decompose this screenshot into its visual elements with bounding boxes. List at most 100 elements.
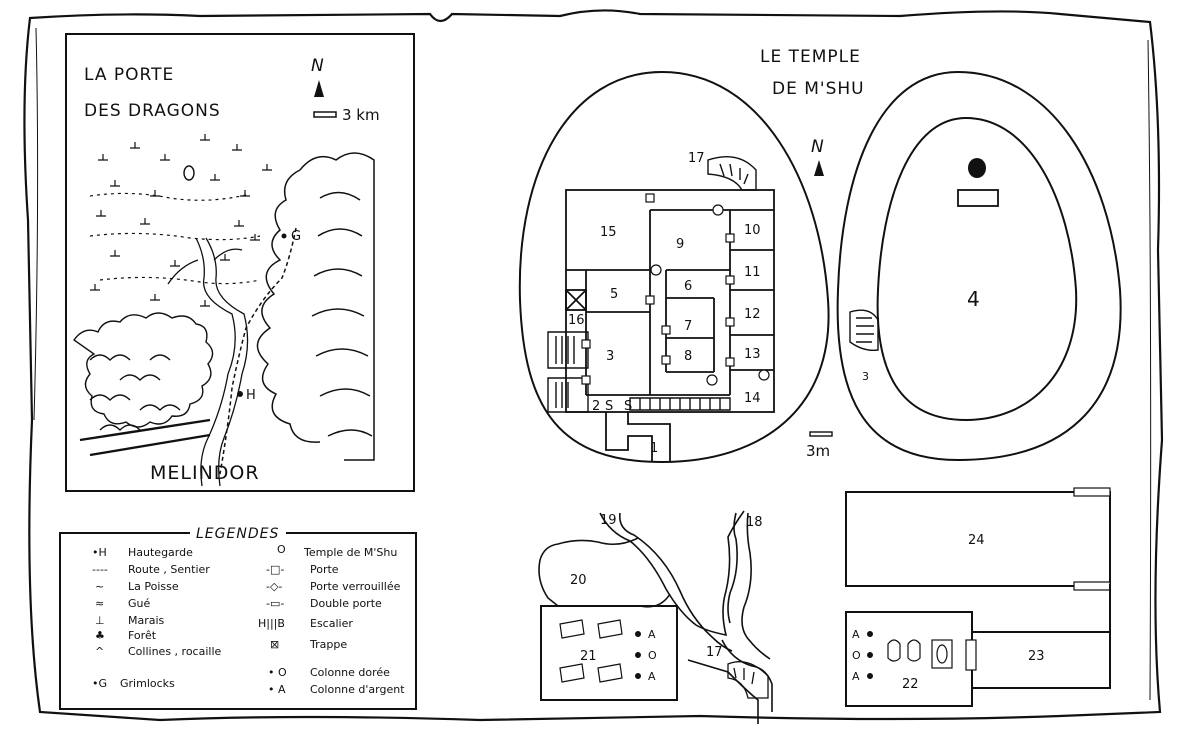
temple-scale-label: 3m bbox=[806, 442, 830, 460]
room-label-17: 17 bbox=[688, 151, 705, 166]
room-label-22: 22 bbox=[902, 677, 919, 692]
region-scale-bar-icon bbox=[313, 111, 337, 118]
region-north-arrow-icon bbox=[314, 80, 324, 97]
legend-symbol-trapdoor-icon: ⊠ bbox=[270, 638, 279, 651]
region-map-frame bbox=[65, 33, 415, 492]
temple-north-arrow-icon bbox=[814, 160, 824, 176]
room-label-2: 2 bbox=[592, 399, 600, 414]
double-door-22-icon bbox=[965, 639, 977, 671]
room-label-10: 10 bbox=[744, 223, 761, 238]
column-21-o-icon bbox=[635, 652, 641, 658]
legend-label-trapdoor: Trappe bbox=[309, 638, 347, 651]
legend-symbol-gold-column-icon: • O bbox=[268, 666, 287, 679]
column-21-a2-icon bbox=[635, 673, 641, 679]
river-name-label: MELINDOR bbox=[150, 462, 260, 484]
legend-label-double-door: Double porte bbox=[310, 597, 382, 610]
legend-label-locked-door: Porte verrouillée bbox=[310, 580, 401, 593]
legend-label-grimlocks: Grimlocks bbox=[120, 677, 175, 690]
stair-mark-s1: S bbox=[605, 399, 613, 414]
room-label-8: 8 bbox=[684, 349, 692, 364]
room-label-24: 24 bbox=[968, 533, 985, 548]
temple-room-numbers: 1 2 S S 3 5 6 7 8 9 10 11 12 13 14 15 16… bbox=[568, 151, 761, 456]
legend-label-swamp: Marais bbox=[128, 614, 165, 627]
altar-well-icon bbox=[968, 158, 986, 178]
temple-title-line1: LE TEMPLE bbox=[760, 47, 861, 67]
room-label-14: 14 bbox=[744, 391, 761, 406]
room-24-outline bbox=[845, 491, 1111, 587]
double-door-24b-icon bbox=[1073, 581, 1111, 591]
room-label-5: 5 bbox=[610, 287, 618, 302]
room-label-13: 13 bbox=[744, 347, 761, 362]
room-label-12: 12 bbox=[744, 307, 761, 322]
altar-icon bbox=[957, 189, 999, 207]
double-door-24-icon bbox=[1073, 487, 1111, 497]
column-21-label-2: O bbox=[648, 649, 657, 662]
parchment-edge-shade bbox=[33, 27, 39, 421]
room-label-6: 6 bbox=[684, 279, 692, 294]
column-22-o-icon bbox=[867, 652, 873, 658]
column-21-label-1: A bbox=[648, 628, 656, 641]
room-21-outline bbox=[540, 605, 678, 701]
temple-level2-outline bbox=[836, 70, 1122, 462]
legend-symbol-double-door-icon: -▭- bbox=[266, 597, 284, 610]
swamp-area bbox=[89, 134, 272, 307]
column-22-a2-icon bbox=[867, 673, 873, 679]
temple-level1-outline bbox=[518, 70, 830, 464]
column-21-label-3: A bbox=[648, 670, 656, 683]
temple-north-letter: N bbox=[811, 137, 824, 157]
region-scale-label: 3 km bbox=[342, 106, 380, 124]
legend-symbol-door-icon: -□- bbox=[266, 563, 284, 576]
room-label-18: 18 bbox=[746, 515, 763, 530]
legend-label-temple: Temple de M'Shu bbox=[303, 546, 397, 559]
forest-area bbox=[73, 312, 214, 457]
legend-label-hautegarde: Hautegarde bbox=[128, 546, 193, 559]
temple-stairs-icon bbox=[547, 156, 757, 413]
legend-label-silver-column: Colonne d'argent bbox=[310, 683, 405, 696]
column-22-label-3: A bbox=[852, 670, 860, 683]
column-22-label-2: O bbox=[852, 649, 861, 662]
legend-symbol-locked-door-icon: -◇- bbox=[266, 580, 282, 593]
temple-scale-bar-icon bbox=[809, 431, 833, 437]
temple-level1-rooms bbox=[565, 189, 775, 462]
room-label-20: 20 bbox=[570, 573, 587, 588]
grimlocks-dot-icon bbox=[281, 233, 287, 239]
room-label-17b: 17 bbox=[706, 645, 723, 660]
region-north-letter: N bbox=[311, 56, 324, 76]
legend-symbol-stairs-icon: H|||B bbox=[258, 617, 285, 630]
temple-marker-icon bbox=[183, 165, 195, 181]
legend-label-hills: Collines , rocaille bbox=[128, 645, 222, 658]
legend-right-column: O Temple de M'Shu -□- Porte -◇- Porte ve… bbox=[258, 543, 405, 696]
room4-stairs-icon bbox=[849, 309, 879, 352]
legend-symbol-forest-icon: ♣ bbox=[95, 629, 105, 642]
legend-label-ford: Gué bbox=[128, 597, 150, 610]
legend-symbol-river-icon: ~ bbox=[95, 580, 104, 593]
dungeon-tunnels bbox=[538, 510, 773, 724]
room-23-outline bbox=[972, 584, 1111, 689]
parchment-border bbox=[23, 9, 1164, 722]
legend-symbol-swamp-icon: ⊥ bbox=[95, 614, 105, 627]
hills-area bbox=[256, 152, 375, 461]
idols-22-icon bbox=[887, 639, 953, 669]
legend-symbol-temple-icon: O bbox=[277, 543, 286, 556]
legend-left-column: •H Hautegarde ---- Route , Sentier ~ La … bbox=[92, 546, 222, 690]
dungeon-stairs-17-icon bbox=[727, 661, 769, 699]
legend-label-stairs: Escalier bbox=[310, 617, 353, 630]
room-4-outline bbox=[876, 116, 1078, 422]
legend-label-forest: Forêt bbox=[128, 629, 157, 642]
legend-symbol-hautegarde-icon: •H bbox=[92, 546, 107, 559]
legend-label-gold-column: Colonne dorée bbox=[310, 666, 390, 679]
grimlocks-marker: G bbox=[291, 229, 301, 244]
column-22-a-icon bbox=[867, 631, 873, 637]
sarcophagi-21-icon bbox=[559, 619, 623, 683]
region-title-line1: LA PORTE bbox=[84, 65, 174, 85]
room-label-7: 7 bbox=[684, 319, 692, 334]
legend-symbol-grimlocks-icon: •G bbox=[92, 677, 107, 690]
hautegarde-dot-icon bbox=[237, 391, 243, 397]
room-label-1: 1 bbox=[650, 441, 658, 456]
parchment-edge-shade bbox=[1147, 39, 1152, 701]
temple-doors-icon bbox=[581, 193, 770, 386]
level-link-label: 3 bbox=[862, 370, 869, 383]
column-21-a-icon bbox=[635, 631, 641, 637]
legend-label-door: Porte bbox=[310, 563, 339, 576]
